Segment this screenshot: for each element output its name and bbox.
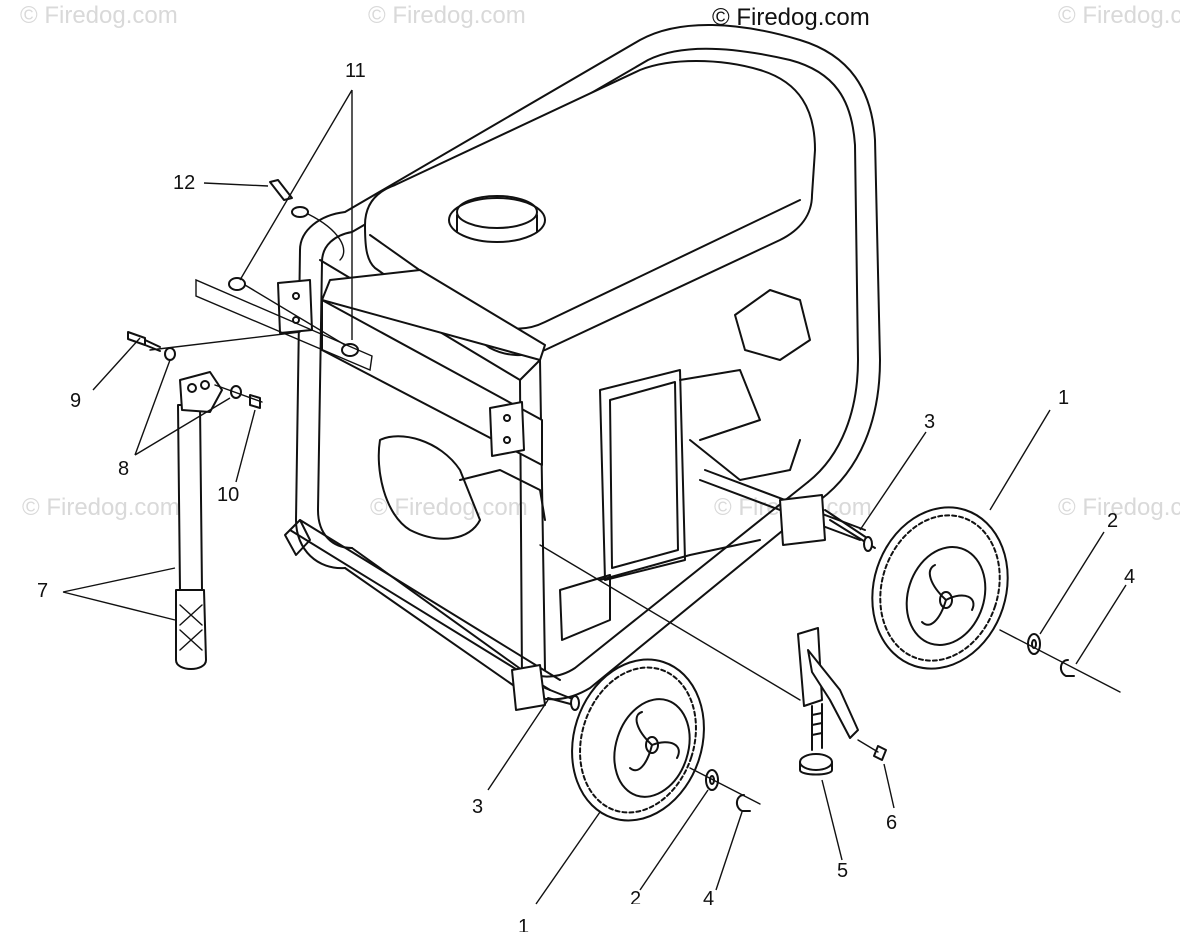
wheel-right [871, 506, 1009, 670]
callout-5: 5 [837, 860, 849, 882]
watermark-mid-right: © Firedog.com [1058, 494, 1180, 521]
handle-assembly [127, 179, 373, 670]
callout-10: 10 [217, 484, 240, 506]
control-panel [321, 269, 546, 466]
callout-11: 11 [345, 60, 366, 82]
watermark-top-left: © Firedog.com [20, 2, 178, 29]
axle [284, 469, 876, 711]
callout-4-bottom: 4 [703, 888, 715, 910]
callout-12: 12 [173, 172, 196, 194]
watermark-mid-left: © Firedog.com [22, 494, 180, 521]
callout-3-right: 3 [924, 411, 936, 433]
watermark-top-center: © Firedog.com [368, 2, 526, 29]
callout-1-bottom: 1 [518, 916, 530, 932]
callout-6: 6 [886, 812, 898, 834]
callout-2-right: 2 [1107, 510, 1119, 532]
support-leg [539, 544, 887, 776]
leader-lines [62, 89, 1127, 905]
wheel-left [571, 658, 705, 822]
callout-3-bottom: 3 [472, 796, 484, 818]
callout-7: 7 [37, 580, 49, 602]
fuel-tank [364, 60, 816, 356]
engine-block [377, 289, 811, 641]
watermark-top-right: © Firedog.com [1058, 2, 1180, 29]
washers-clips [689, 629, 1121, 812]
callout-4-right: 4 [1124, 566, 1136, 588]
callout-9: 9 [70, 390, 82, 412]
callout-1-right: 1 [1058, 387, 1070, 409]
callout-2-bottom: 2 [630, 888, 642, 904]
callout-8: 8 [118, 458, 130, 480]
